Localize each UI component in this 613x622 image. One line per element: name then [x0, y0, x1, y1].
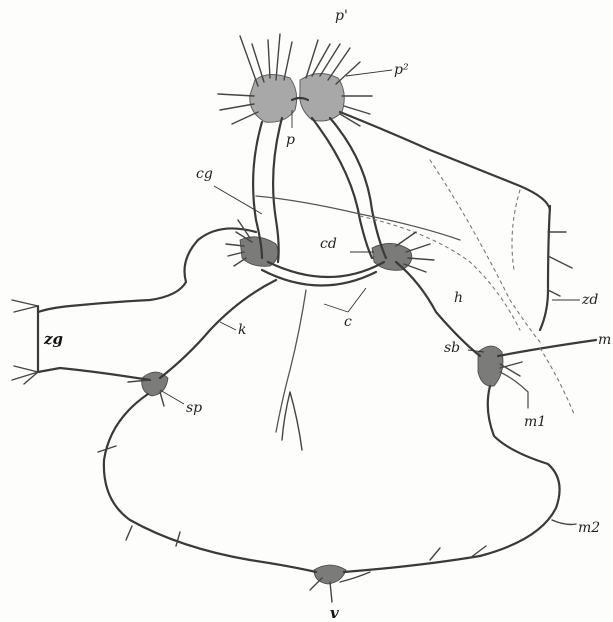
label-sp: sp — [186, 400, 202, 416]
middle-descending-nerve — [276, 290, 306, 432]
zd-twigs — [548, 232, 572, 296]
pedal-cerebral-connective-right — [330, 118, 386, 258]
middle-descending-fork — [282, 392, 302, 450]
sp-to-zg-nerve — [38, 368, 150, 380]
left-outer-nerve — [38, 228, 256, 312]
cerebral-ganglion-left — [240, 237, 278, 267]
zd-nerve — [540, 206, 550, 330]
label-cd: cd — [320, 236, 337, 252]
label-zd: zd — [581, 292, 598, 308]
label-m2: m2 — [578, 520, 600, 536]
nerve-cords — [12, 98, 596, 602]
label-h: h — [454, 290, 463, 306]
label-c: c — [344, 314, 352, 330]
pedal-ganglion-right — [300, 73, 345, 121]
label-zg: zg — [43, 330, 63, 348]
faint-nerve-2 — [512, 190, 520, 270]
cerebral-commissure — [268, 262, 384, 277]
label-p1: p' — [335, 8, 348, 24]
leader-cg — [214, 186, 262, 214]
leader-k — [220, 322, 236, 330]
label-m: m — [598, 332, 611, 348]
label-cg: cg — [196, 166, 213, 182]
m1-nerve — [500, 372, 528, 408]
k-nerve — [160, 280, 276, 378]
right-faint-branches — [540, 348, 574, 414]
ganglia — [142, 73, 503, 584]
leader-lines — [160, 70, 580, 404]
leader-p2 — [346, 70, 392, 76]
m-nerve — [498, 340, 596, 356]
upper-right-nerve — [340, 112, 550, 210]
label-m1: m1 — [524, 414, 546, 430]
cross-connective — [256, 196, 460, 240]
h-nerve — [396, 262, 480, 356]
leader-sp — [160, 390, 184, 404]
label-sb: sb — [444, 340, 460, 356]
label-p2: p² — [394, 62, 409, 78]
pedal-cerebral-connective-left-inner — [273, 118, 282, 262]
leader-c — [324, 288, 366, 312]
zg-top-branch — [12, 300, 38, 312]
label-v: v — [330, 604, 339, 622]
zg-bottom-branch — [12, 366, 38, 384]
label-p: p — [286, 132, 295, 148]
m2-twig — [552, 520, 576, 525]
loop-twigs — [98, 446, 486, 560]
label-k: k — [238, 322, 246, 338]
